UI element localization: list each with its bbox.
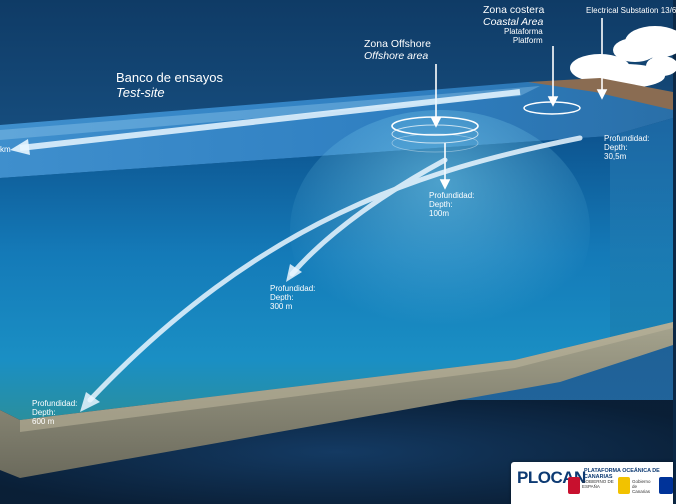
light-glow (290, 110, 590, 350)
test-site-arrowhead (10, 139, 30, 155)
depth-label-600m: Profundidad: Depth: 600 m (32, 399, 77, 427)
platform-label: Plataforma Platform (504, 27, 543, 45)
depth-es: Profundidad: (270, 284, 316, 293)
platform-label-es: Plataforma (504, 27, 543, 36)
seabed-top-edge (20, 322, 673, 432)
partner-logo-bar: PLOCAN PLATAFORMA OCEÁNICA DE CANARIAS G… (511, 462, 673, 504)
coastal-label-en: Coastal Area (483, 16, 544, 29)
offshore-area-label: Zona Offshore Offshore area (364, 38, 431, 62)
test-site-label: Banco de ensayos Test-site (116, 70, 223, 101)
depth-en: Depth: (270, 293, 294, 303)
water-side-face (610, 118, 673, 340)
test-site-label-es: Banco de ensayos (116, 70, 223, 85)
offshore-label-en: Offshore area (364, 50, 429, 63)
depth-en: Depth: (32, 408, 56, 418)
offshore-label-es: Zona Offshore (364, 38, 431, 50)
depth-label-30m: Profundidad: Depth: 30,5m (604, 134, 649, 162)
depth-value: 100m (429, 209, 450, 219)
canarias-emblem-icon (618, 477, 630, 494)
km-fragment-label: km (0, 145, 11, 154)
seabed-slab (0, 322, 673, 478)
coastal-label-es: Zona costera (483, 4, 545, 16)
surface-sheen (0, 86, 540, 140)
depth-value: 600 m (32, 417, 55, 427)
test-site-arrow (19, 89, 521, 151)
depth-arrows (87, 135, 583, 403)
offshore-platform-marker (391, 116, 479, 153)
depth-label-300m: Profundidad: Depth: 300 m (270, 284, 315, 312)
clouds (570, 26, 676, 88)
depth-es: Profundidad: (32, 399, 78, 408)
substation-label: Electrical Substation 13/6 (586, 6, 676, 15)
depth-es: Profundidad: (604, 134, 650, 143)
depth-value: 300 m (270, 302, 293, 312)
plocan-subtitle: PLATAFORMA OCEÁNICA DE CANARIAS (584, 468, 660, 480)
pointer-lines (430, 18, 608, 190)
spain-emblem-icon (568, 477, 580, 494)
depth-en: Depth: (429, 200, 453, 210)
partner-2-label: Gobierno de Canarias (632, 479, 651, 494)
platform-label-en: Platform (512, 36, 543, 46)
depth-label-100m: Profundidad: Depth: 100m (429, 191, 474, 219)
depth-en: Depth: (604, 143, 628, 153)
partner-1-label: GOBIERNO DE ESPAÑA (582, 479, 614, 489)
eu-flag-icon (659, 477, 673, 494)
depth-value: 30,5m (604, 152, 627, 162)
coastal-area-label: Zona costera Coastal Area (483, 4, 544, 28)
depth-es: Profundidad: (429, 191, 475, 200)
depth-arrowheads (80, 264, 302, 412)
test-site-label-en: Test-site (116, 84, 165, 100)
sea-surface (0, 82, 673, 178)
